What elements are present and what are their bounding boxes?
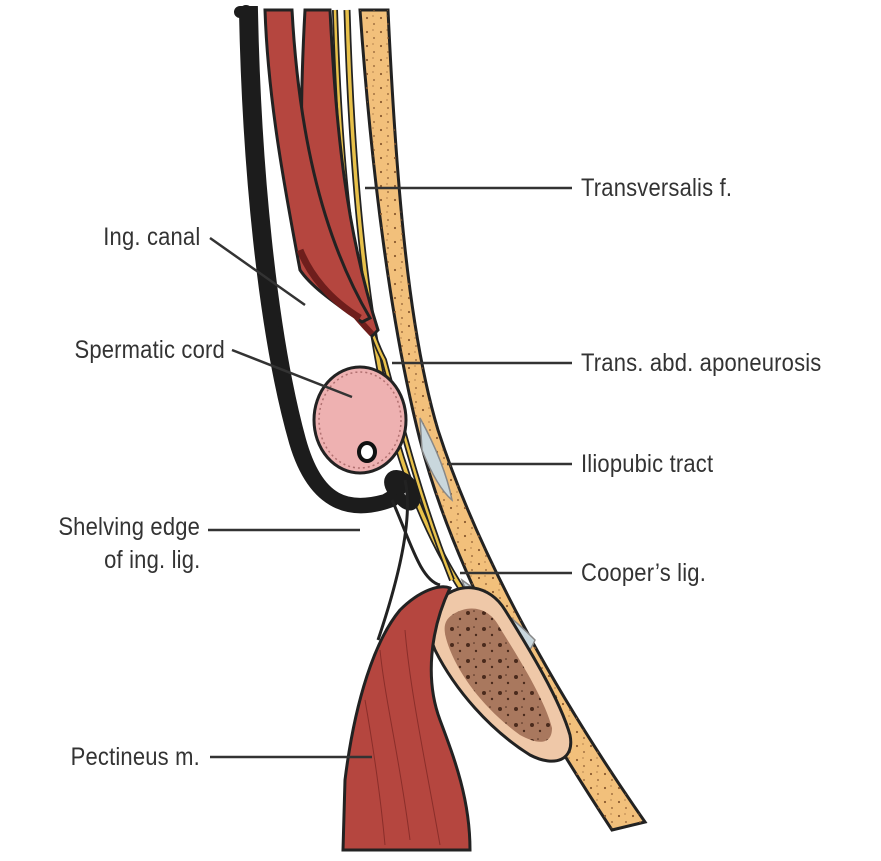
label-iliopubic: Iliopubic tract	[581, 449, 713, 479]
label-spermatic-cord: Spermatic cord	[75, 335, 225, 365]
label-pectineus: Pectineus m.	[71, 742, 200, 772]
label-transversalis: Transversalis f.	[581, 173, 732, 203]
label-trans-abd: Trans. abd. aponeurosis	[581, 348, 821, 378]
spermatic-cord	[314, 367, 406, 473]
label-coopers: Cooper’s lig.	[581, 558, 706, 588]
label-ing-canal: Ing. canal	[103, 222, 200, 252]
label-shelving-1: Shelving edge	[58, 512, 200, 542]
label-shelving-2: of ing. lig.	[104, 545, 200, 575]
